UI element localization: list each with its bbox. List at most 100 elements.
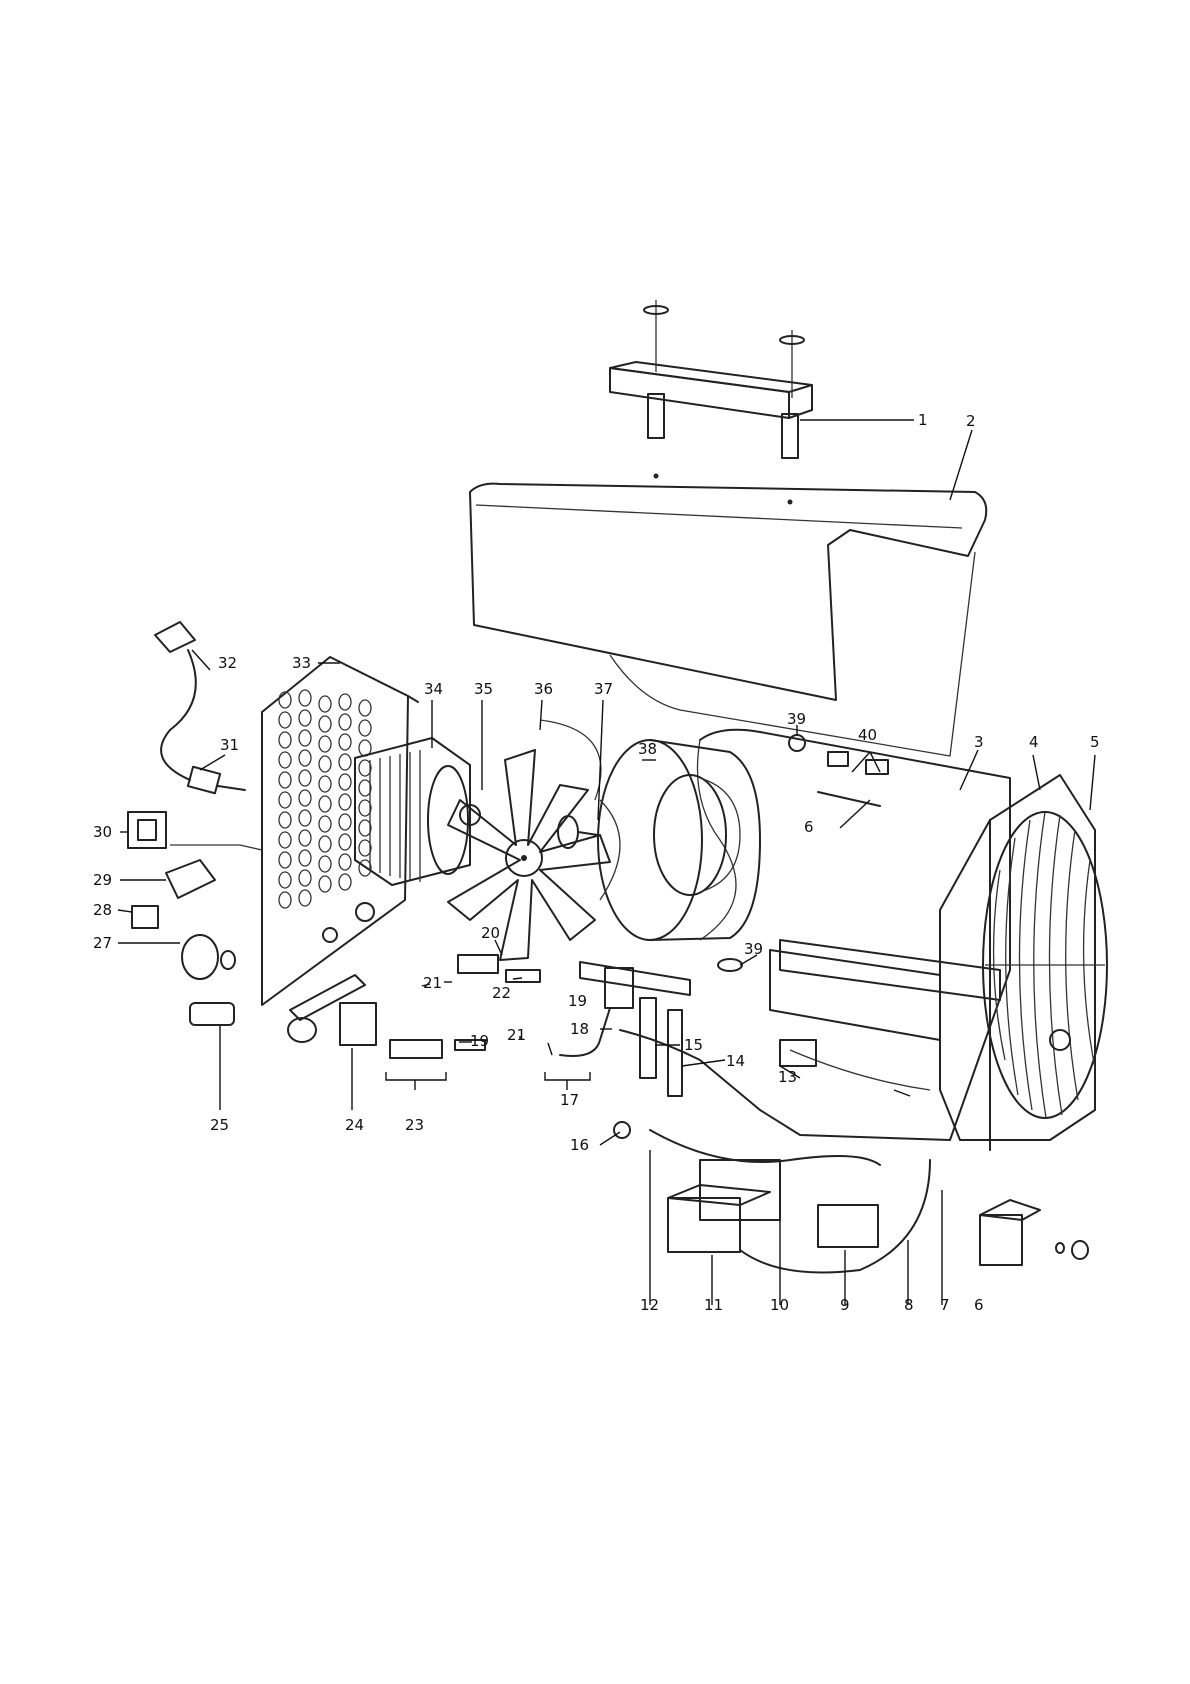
side-components [980, 1200, 1088, 1265]
vent-slot [279, 852, 291, 868]
vent-slot [299, 850, 311, 866]
vent-slot [359, 800, 371, 816]
label-40: 40 [858, 726, 877, 744]
label-28: 28 [93, 901, 112, 919]
label-16: 16 [570, 1136, 589, 1154]
label-17: 17 [560, 1091, 579, 1109]
label-10: 10 [770, 1296, 789, 1314]
label-25: 25 [210, 1116, 229, 1134]
label-11: 11 [704, 1296, 723, 1314]
label-15: 15 [684, 1036, 703, 1054]
front-grille [940, 775, 1107, 1150]
label-34: 34 [424, 680, 443, 698]
label-20: 20 [481, 924, 500, 942]
vent-slot [339, 694, 351, 710]
fan-motor [355, 738, 480, 885]
grille-wires [985, 812, 1105, 1118]
vent-slot [319, 856, 331, 872]
vent-slot [359, 720, 371, 736]
vent-slot [299, 770, 311, 786]
vent-slot [279, 712, 291, 728]
vent-slot [299, 710, 311, 726]
label-8: 8 [904, 1296, 914, 1314]
label-36: 36 [534, 680, 553, 698]
label-9: 9 [840, 1296, 850, 1314]
label-30: 30 [93, 823, 112, 841]
label-23: 23 [405, 1116, 424, 1134]
label-31: 31 [220, 736, 239, 754]
vent-slot [319, 776, 331, 792]
label-21-b: 21 [507, 1026, 526, 1044]
label-35: 35 [474, 680, 493, 698]
vent-slot [279, 752, 291, 768]
control-components [128, 812, 262, 979]
top-cover [470, 484, 986, 756]
vent-slot [319, 796, 331, 812]
label-7: 7 [940, 1296, 950, 1314]
vent-slot [299, 830, 311, 846]
vent-slot [339, 774, 351, 790]
label-2: 2 [966, 412, 976, 430]
vent-slot [319, 716, 331, 732]
vent-slot [319, 756, 331, 772]
vent-slot [339, 854, 351, 870]
vent-slot [319, 736, 331, 752]
label-14: 14 [726, 1052, 745, 1070]
vent-slot [279, 872, 291, 888]
label-37: 37 [594, 680, 613, 698]
label-21-a: 21 [423, 974, 442, 992]
label-19-b: 19 [568, 992, 587, 1010]
heater-housing [620, 730, 1010, 1140]
vent-slot [339, 794, 351, 810]
vent-slot [279, 792, 291, 808]
vent-slot [299, 870, 311, 886]
label-12: 12 [640, 1296, 659, 1314]
label-1: 1 [918, 411, 928, 429]
vent-slot [339, 714, 351, 730]
vent-slot [359, 840, 371, 856]
vent-slot [339, 834, 351, 850]
power-cord [155, 622, 245, 793]
vent-slot [319, 816, 331, 832]
vent-slot [319, 696, 331, 712]
label-38: 38 [638, 740, 657, 758]
vent-slot [339, 734, 351, 750]
vent-slot [319, 836, 331, 852]
vent-slot [299, 810, 311, 826]
label-22: 22 [492, 984, 511, 1002]
part-labels: 1 2 3 4 5 6 6 7 8 9 10 11 12 13 14 15 16… [93, 411, 1100, 1314]
label-29: 29 [93, 871, 112, 889]
panel-slots [279, 690, 371, 908]
vent-slot [359, 780, 371, 796]
vent-slot [279, 812, 291, 828]
vent-slot [279, 732, 291, 748]
handle-assembly [610, 300, 812, 505]
label-6-bottom: 6 [974, 1296, 984, 1314]
vent-slot [299, 690, 311, 706]
fan-blade [448, 720, 610, 960]
label-27: 27 [93, 934, 112, 952]
vent-slot [339, 754, 351, 770]
vent-slot [339, 874, 351, 890]
label-3: 3 [974, 733, 984, 751]
label-39-bottom: 39 [744, 940, 763, 958]
vent-slot [299, 730, 311, 746]
label-13: 13 [778, 1068, 797, 1086]
vent-slot [279, 832, 291, 848]
rear-panel [262, 657, 418, 1020]
vent-slot [279, 772, 291, 788]
vent-slot [359, 760, 371, 776]
vent-slot [359, 700, 371, 716]
vent-slot [279, 892, 291, 908]
combustion-chamber [598, 740, 760, 971]
label-39-top: 39 [787, 710, 806, 728]
label-5: 5 [1090, 733, 1100, 751]
label-18: 18 [570, 1020, 589, 1038]
vent-slot [339, 814, 351, 830]
vent-slot [359, 820, 371, 836]
vent-slot [359, 860, 371, 876]
label-24: 24 [345, 1116, 364, 1134]
vent-slot [299, 890, 311, 906]
vent-slot [319, 876, 331, 892]
